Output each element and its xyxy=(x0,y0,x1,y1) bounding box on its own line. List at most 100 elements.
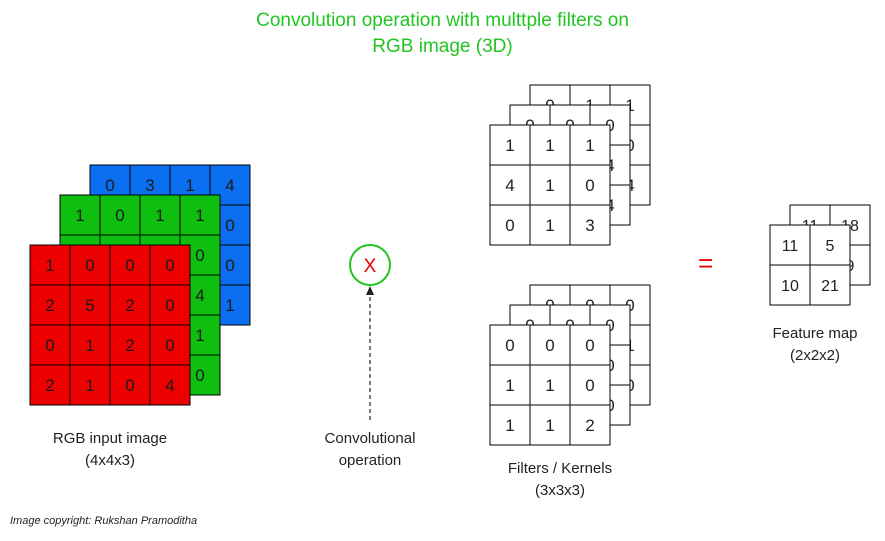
red-channel-grid-value: 2 xyxy=(125,336,134,355)
feature-map-caption-line2: (2x2x2) xyxy=(789,347,841,364)
operator-circle xyxy=(349,244,391,286)
diagram-title-line2: RGB image (3D) xyxy=(372,36,513,57)
feature-map-front-grid-value: 5 xyxy=(826,238,835,255)
red-channel-grid-cell xyxy=(149,284,191,326)
feature-map-front-grid-value: 10 xyxy=(781,278,799,295)
green-channel-grid-value: 0 xyxy=(195,246,204,265)
red-channel-grid-value: 0 xyxy=(125,256,134,275)
diagram-title-line1: Convolution operation with multtple filt… xyxy=(256,10,629,31)
filter-1-front-grid-cell xyxy=(569,164,611,206)
filters-caption: Filters / Kernels (3x3x3) xyxy=(475,458,645,502)
red-channel-grid-value: 2 xyxy=(45,376,54,395)
feature-map-front-grid: 11 5 10 21 xyxy=(769,224,851,306)
red-channel-grid-cell xyxy=(69,324,111,366)
filter-1-front-grid-cell xyxy=(489,164,531,206)
feature-map-front-grid-value: 21 xyxy=(821,278,839,295)
red-channel-grid-value: 0 xyxy=(45,336,54,355)
filter-2-stack: 0001000000000110112 xyxy=(489,284,651,446)
filter-1-front-grid-value: 1 xyxy=(545,176,554,195)
green-channel-grid-cell xyxy=(179,194,221,236)
red-channel-grid-value: 4 xyxy=(165,376,174,395)
filter-2-front-grid-cell xyxy=(569,324,611,366)
blue-channel-grid-value: 0 xyxy=(105,176,114,195)
blue-channel-grid-value: 1 xyxy=(185,176,194,195)
feature-map-front-grid-value: 11 xyxy=(782,238,799,255)
feature-map-front-grid-cell xyxy=(809,224,851,266)
filter-2-front-grid-value: 1 xyxy=(545,376,554,395)
blue-channel-grid-value: 0 xyxy=(225,216,234,235)
filter-1-front-grid-value: 1 xyxy=(505,136,514,155)
red-channel-grid-value: 0 xyxy=(125,376,134,395)
filters-caption-line1: Filters / Kernels xyxy=(507,460,613,477)
filter-2-front-grid-cell xyxy=(529,364,571,406)
feature-map-stack: 111891151021 xyxy=(769,204,871,306)
red-channel-grid-cell xyxy=(69,244,111,286)
red-channel-grid-cell xyxy=(149,324,191,366)
filter-2-front-grid-value: 0 xyxy=(585,336,594,355)
operator-arrowhead xyxy=(366,286,374,295)
red-channel-grid-value: 0 xyxy=(165,296,174,315)
red-channel-grid-cell xyxy=(149,244,191,286)
copyright-note: Image copyright: Rukshan Pramoditha xyxy=(10,515,198,527)
red-channel-grid-value: 5 xyxy=(85,296,94,315)
green-channel-grid-value: 1 xyxy=(195,326,204,345)
filter-2-front-grid-cell xyxy=(489,404,531,446)
rgb-input-caption: RGB input image (4x4x3) xyxy=(20,428,200,472)
feature-map-front-grid-cell xyxy=(769,224,811,266)
filter-2-front-grid-value: 0 xyxy=(505,336,514,355)
filter-2-front-grid-cell xyxy=(529,404,571,446)
filter-1-front-grid-value: 1 xyxy=(585,136,594,155)
green-channel-grid-value: 0 xyxy=(195,366,204,385)
red-channel-grid-value: 0 xyxy=(165,256,174,275)
operator-caption-line2: operation xyxy=(338,452,402,469)
green-channel-grid-value: 1 xyxy=(195,206,204,225)
red-channel-grid-value: 0 xyxy=(85,256,94,275)
filter-2-front-grid-cell xyxy=(489,364,531,406)
equals-sign: = xyxy=(698,248,714,278)
green-channel-grid-cell xyxy=(99,194,141,236)
red-channel-grid-cell xyxy=(149,364,191,406)
filter-2-front-grid-value: 1 xyxy=(545,416,554,435)
blue-channel-grid-value: 4 xyxy=(225,176,234,195)
red-channel-grid-cell xyxy=(69,284,111,326)
blue-channel-grid-value: 3 xyxy=(145,176,154,195)
feature-map-caption: Feature map (2x2x2) xyxy=(745,323,885,367)
filter-1-front-grid-value: 1 xyxy=(545,216,554,235)
green-channel-grid-value: 1 xyxy=(75,206,84,225)
blue-channel-grid-value: 1 xyxy=(225,296,234,315)
filter-1-front-grid-value: 3 xyxy=(585,216,594,235)
green-channel-grid-value: 1 xyxy=(155,206,164,225)
feature-map-front-grid-cell xyxy=(809,264,851,306)
filter-2-front-grid-value: 0 xyxy=(585,376,594,395)
red-channel-grid-value: 2 xyxy=(125,296,134,315)
filter-1-front-grid-cell xyxy=(569,204,611,246)
filter-2-front-grid-cell xyxy=(489,324,531,366)
red-channel-grid-value: 1 xyxy=(85,336,94,355)
filter-2-front-grid-value: 2 xyxy=(585,416,594,435)
green-channel-grid-value: 0 xyxy=(115,206,124,225)
operator-caption: Convolutional operation xyxy=(290,428,450,472)
filter-2-front-grid-value: 0 xyxy=(545,336,554,355)
filter-2-front-grid-value: 1 xyxy=(505,376,514,395)
feature-map-caption-line1: Feature map xyxy=(772,325,858,342)
filter-1-front-grid-cell xyxy=(569,124,611,166)
red-channel-grid-value: 2 xyxy=(45,296,54,315)
filter-2-front-grid-cell xyxy=(569,364,611,406)
red-channel-grid-value: 0 xyxy=(165,336,174,355)
filters-caption-line2: (3x3x3) xyxy=(534,482,586,499)
filter-1-front-grid-value: 0 xyxy=(585,176,594,195)
rgb-input-caption-line2: (4x4x3) xyxy=(84,452,136,469)
filter-2-front-grid-cell xyxy=(569,404,611,446)
filter-1-front-grid-value: 1 xyxy=(545,136,554,155)
operator-symbol: X xyxy=(364,256,377,277)
convolution-operator: X xyxy=(349,244,391,420)
red-channel-grid-value: 1 xyxy=(45,256,54,275)
red-channel-grid-cell xyxy=(109,364,151,406)
filter-1-stack: 0110400044111410013 xyxy=(489,84,651,246)
red-channel-grid-value: 1 xyxy=(85,376,94,395)
red-channel-grid-cell xyxy=(29,364,71,406)
